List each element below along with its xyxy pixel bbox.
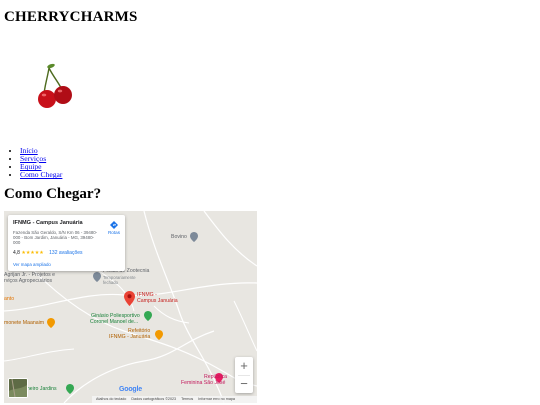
terms-link[interactable]: Termos (181, 397, 194, 401)
maanaim-poi-icon[interactable] (47, 318, 55, 328)
place-info-card: IFNMG - Campus Januária Fazenda São Gera… (8, 215, 125, 271)
zoom-out-button[interactable]: − (240, 376, 248, 391)
nav-link-como-chegar[interactable]: Como Chegar (20, 170, 63, 180)
embedded-map[interactable]: Bovino Prédio de Zootecnia Temporariamen… (4, 211, 257, 403)
place-name: IFNMG - Campus Januária (13, 220, 83, 226)
campus-location-pin-icon[interactable] (124, 291, 135, 306)
directions-label: Rotas (107, 230, 120, 235)
nav-item-equipe: Equipe (20, 163, 62, 171)
map-data-text: Dados cartográficos ©2023 (131, 397, 177, 401)
zoom-in-button[interactable]: + (240, 358, 248, 373)
zoom-controls: + − (235, 357, 253, 393)
zoom-divider (238, 375, 250, 376)
place-rating: 4,8 ★★★★★ 132 avaliações (13, 251, 83, 256)
map-label-zootecnia-status: Temporariamente (103, 275, 136, 280)
nav-item-inicio: Início (20, 146, 62, 155)
main-nav: Início Serviços Equipe Como Chegar (20, 146, 62, 179)
map-footer: Atalhos do teclado Dados cartográficos ©… (92, 396, 257, 403)
nav-link-inicio[interactable]: Início (20, 146, 38, 155)
nav-link-servicos[interactable]: Serviços (20, 154, 47, 164)
google-logo-text: Google (119, 386, 142, 393)
rating-value: 4,8 (13, 250, 20, 256)
refeitorio-poi-icon[interactable] (155, 330, 163, 340)
jardins-poi-icon[interactable] (66, 384, 74, 394)
map-label-zootecnia: Prédio de Zootecnia (103, 268, 150, 274)
reviews-link[interactable]: 132 avaliações (49, 250, 83, 256)
map-label-zootecnia-status-2: fechado (103, 280, 118, 285)
google-logo: Google (119, 386, 142, 393)
map-label-refeitorio-2: IFNMG - Januária (109, 334, 151, 340)
map-label-maanaim: monete Maanaim (4, 320, 45, 326)
map-label-ginasio-2: Coronel Manoel de... (90, 319, 139, 325)
place-address: Fazenda São Geraldo, S/N Km 06 - 39480-0… (13, 230, 98, 245)
keyboard-shortcuts-link[interactable]: Atalhos do teclado (96, 397, 127, 401)
zootecnia-poi-icon[interactable] (93, 272, 101, 282)
directions-button[interactable]: Rotas (107, 221, 121, 235)
map-label-republica: República (204, 374, 228, 380)
map-label-agrijan: Agrijan Jr. - Projetos e (4, 272, 56, 278)
map-label-republica-2: Feminina São José (181, 380, 226, 386)
map-label-refeitorio: Refeitório (128, 328, 151, 334)
bovino-poi-icon[interactable] (190, 232, 198, 242)
republica-poi-icon[interactable] (215, 373, 223, 383)
satellite-thumbnail-icon (9, 379, 27, 397)
map-label-ginasio: Ginásio Poliesportivo (91, 313, 140, 319)
map-label-jardins: nheiro Jardins (24, 386, 57, 392)
directions-icon (110, 221, 118, 229)
nav-item-servicos: Serviços (20, 155, 62, 163)
satellite-layer-toggle[interactable] (8, 378, 28, 398)
map-label-anto: anto (4, 296, 15, 302)
section-title: Como Chegar? (4, 186, 102, 202)
site-title: CHERRYCHARMS (4, 9, 138, 25)
ginasio-poi-icon[interactable] (144, 311, 152, 321)
view-larger-map-link[interactable]: Ver mapa ampliado (13, 262, 51, 267)
nav-item-como-chegar: Como Chegar (20, 171, 62, 179)
map-label-campus-2: Campus Januária (137, 298, 178, 304)
cherry-icon (38, 63, 72, 108)
nav-link-equipe[interactable]: Equipe (20, 162, 42, 172)
map-label-bovino: Bovino (171, 234, 187, 240)
report-error-link[interactable]: Informar erro no mapa (198, 397, 235, 401)
map-label-campus: IFNMG - (137, 292, 157, 298)
map-label-agrijan-2: rviços Agropecuários (4, 278, 53, 284)
star-icons: ★★★★★ (21, 250, 44, 256)
